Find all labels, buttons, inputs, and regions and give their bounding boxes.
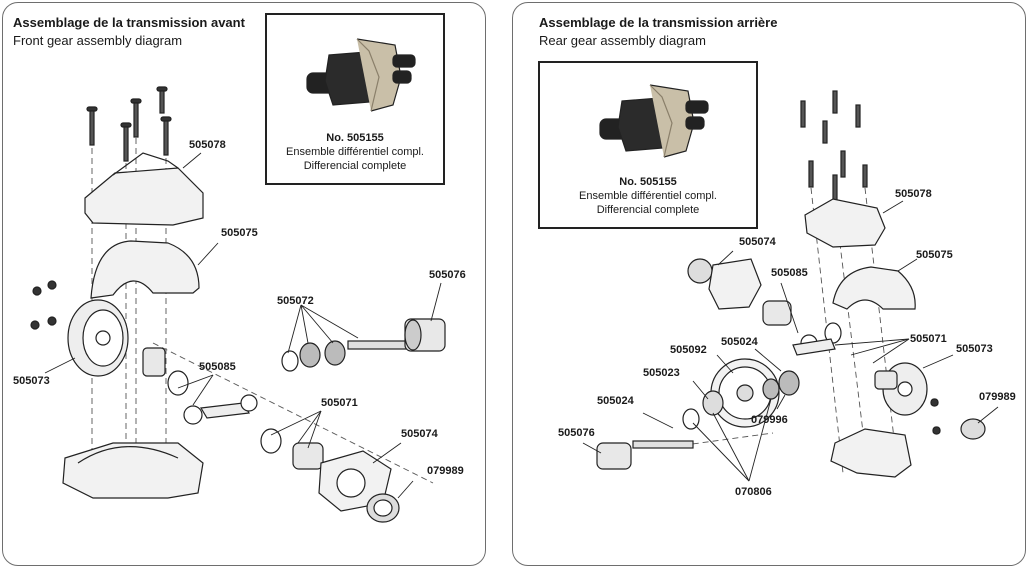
front-inset-part-number: No. 505155 [326, 132, 384, 144]
rear-exploded-drawing [582, 90, 999, 482]
rear-title-en: Rear gear assembly diagram [539, 33, 706, 48]
part-label-505071: 505071 [910, 333, 947, 345]
front-inset-name-en: Differencial complete [303, 160, 407, 172]
front-title-en: Front gear assembly diagram [13, 33, 183, 48]
part-label-505076: 505076 [429, 269, 466, 281]
screw-icon [800, 90, 868, 202]
differential-icon [306, 38, 416, 112]
part-label-505073: 505073 [956, 343, 993, 355]
front-assembly-panel: Assemblage de la transmission avant Fron… [2, 2, 486, 566]
part-label-505023: 505023 [643, 367, 680, 379]
rear-inset-caption: No. 505155 Ensemble différentiel compl. … [540, 175, 756, 217]
rear-assembly-panel: Assemblage de la transmission arrière Re… [512, 2, 1026, 566]
front-title-fr: Assemblage de la transmission avant [13, 15, 245, 30]
part-label-079996: 079996 [751, 414, 788, 426]
part-label-079989: 079989 [427, 465, 464, 477]
part-label-505075: 505075 [221, 227, 258, 239]
part-label-505078: 505078 [895, 188, 932, 200]
rear-differential-inset: No. 505155 Ensemble différentiel compl. … [538, 61, 758, 229]
screw-icon [86, 86, 172, 162]
part-label-505075: 505075 [916, 249, 953, 261]
part-label-505072: 505072 [277, 295, 314, 307]
part-label-505078: 505078 [189, 139, 226, 151]
rear-inset-part-number: No. 505155 [619, 176, 677, 188]
part-label-505092: 505092 [670, 344, 707, 356]
front-inset-name-fr: Ensemble différentiel compl. [286, 146, 424, 158]
front-differential-inset: No. 505155 Ensemble différentiel compl. … [265, 13, 445, 185]
part-label-079989: 079989 [979, 391, 1016, 403]
rear-title-fr: Assemblage de la transmission arrière [539, 15, 778, 30]
part-label-505073: 505073 [13, 375, 50, 387]
front-exploded-drawing [30, 86, 446, 523]
part-label-505024-lower: 505024 [597, 395, 634, 407]
part-label-505085: 505085 [771, 267, 808, 279]
part-label-505074: 505074 [401, 428, 438, 440]
front-inset-caption: No. 505155 Ensemble différentiel compl. … [267, 131, 443, 173]
rear-inset-name-en: Differencial complete [596, 204, 700, 216]
part-label-505024-upper: 505024 [721, 336, 758, 348]
rear-inset-name-fr: Ensemble différentiel compl. [579, 190, 717, 202]
part-label-505076: 505076 [558, 427, 595, 439]
part-label-070806: 070806 [735, 486, 772, 498]
part-label-505071: 505071 [321, 397, 358, 409]
part-label-505085: 505085 [199, 361, 236, 373]
part-label-505074: 505074 [739, 236, 776, 248]
differential-icon [599, 84, 709, 158]
